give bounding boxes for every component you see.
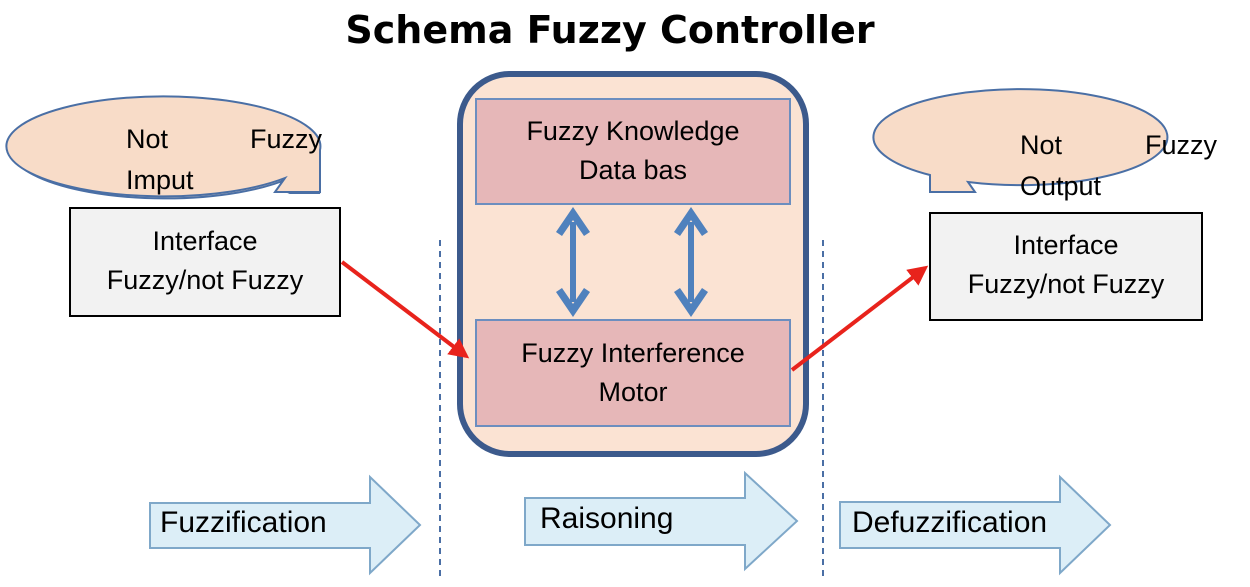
input-interface-box	[69, 207, 341, 317]
phase-label-defuzzification: Defuzzification	[852, 506, 1048, 539]
input-callout-ellipse	[5, 95, 322, 198]
inference-motor-line1: Fuzzy Interference	[521, 338, 745, 368]
inference-motor-line2: Motor	[598, 377, 668, 408]
diagram-title: Schema Fuzzy Controller	[345, 8, 875, 52]
input-interface-line2: Fuzzy/not Fuzzy	[106, 265, 304, 296]
output-callout-word-output: Output	[1020, 171, 1102, 201]
output-interface-line1: Interface	[1013, 230, 1119, 260]
output-callout-word-fuzzy: Fuzzy	[1145, 130, 1218, 160]
knowledge-base-line2: Data bas	[578, 155, 688, 186]
input-interface-line1: Interface	[152, 226, 258, 256]
inference-motor-box	[475, 319, 791, 427]
flow-arrow-input-to-motor	[340, 260, 470, 359]
knowledge-base-box	[475, 98, 791, 205]
knowledge-base-line1: Fuzzy Knowledge	[526, 116, 740, 146]
output-callout-ellipse	[872, 88, 1169, 193]
output-interface-box	[929, 212, 1203, 321]
input-callout-word-fuzzy: Fuzzy	[250, 124, 323, 154]
output-interface-line2: Fuzzy/not Fuzzy	[967, 269, 1165, 300]
double-arrow-left	[556, 207, 590, 317]
phase-label-fuzzification: Fuzzification	[160, 506, 327, 539]
phase-arrow-fuzzification	[149, 474, 422, 576]
output-callout-word-not: Not	[1020, 130, 1063, 160]
flow-arrow-motor-to-output	[790, 265, 929, 372]
phase-arrow-raisoning	[524, 470, 799, 572]
input-callout-word-imput: Imput	[126, 165, 194, 195]
phase-label-raisoning: Raisoning	[540, 502, 674, 535]
input-interface-label: Interface Fuzzy/not Fuzzy	[70, 222, 340, 300]
double-arrow-right	[674, 207, 708, 317]
inference-motor-label: Fuzzy Interference Motor	[476, 334, 790, 412]
phase-arrow-defuzzification	[839, 474, 1112, 576]
input-callout-word-not: Not	[126, 124, 169, 154]
knowledge-base-label: Fuzzy Knowledge Data bas	[476, 112, 790, 190]
output-interface-label: Interface Fuzzy/not Fuzzy	[930, 226, 1202, 304]
